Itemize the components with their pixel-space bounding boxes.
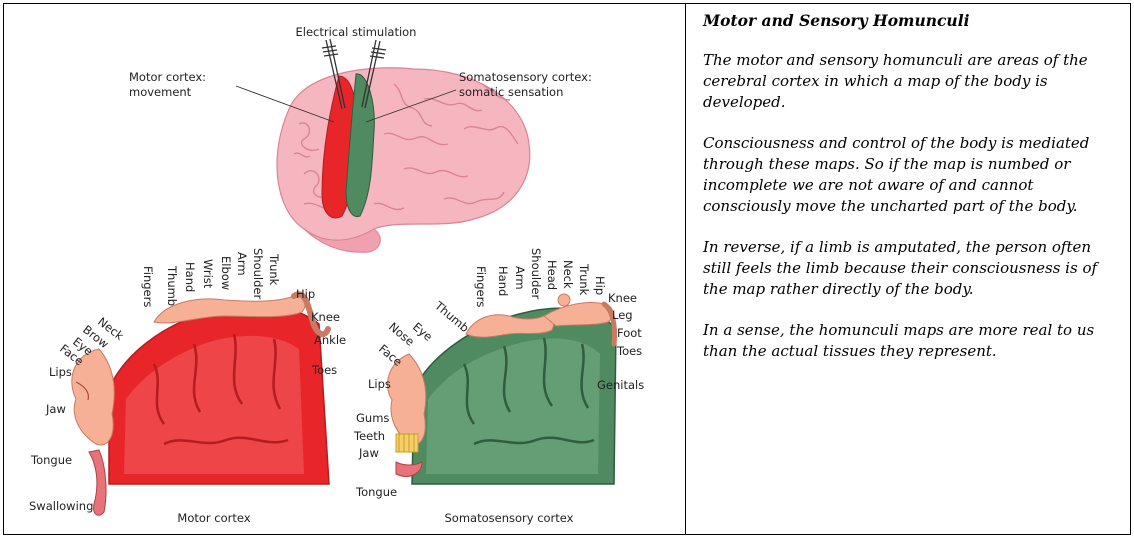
motor-label-lips: Lips xyxy=(49,365,72,379)
sensory-label-hand: Hand xyxy=(496,266,510,296)
motor-label-hip: Hip xyxy=(296,287,315,301)
sensory-label-nose: Nose xyxy=(386,320,417,349)
sensory-label-tongue: Tongue xyxy=(355,485,397,499)
motor-label-toes: Toes xyxy=(311,363,337,377)
paragraph-3: In reverse, if a limb is amputated, the … xyxy=(703,237,1121,300)
motor-label-fingers: Fingers xyxy=(141,266,155,307)
paragraph-2: Consciousness and control of the body is… xyxy=(703,133,1121,217)
sensory-label-shoulder: Shoulder xyxy=(529,248,543,299)
sensory-label-toes: Toes xyxy=(616,344,642,358)
paragraph-1: The motor and sensory homunculi are area… xyxy=(703,50,1121,113)
label-somato-1: Somatosensory cortex: xyxy=(459,70,592,84)
sensory-label-hip: Hip xyxy=(593,276,607,295)
motor-label-elbow: Elbow xyxy=(219,256,233,290)
sensory-label-neck: Neck xyxy=(561,260,575,289)
motor-label-ankle: Ankle xyxy=(314,333,346,347)
sensory-label-knee: Knee xyxy=(608,291,637,305)
description-cell: Motor and Sensory Homunculi The motor an… xyxy=(703,10,1121,382)
sensory-label-head: Head xyxy=(545,260,559,290)
sensory-label-foot: Foot xyxy=(617,326,642,340)
sensory-label-thumb: Thumb xyxy=(431,298,471,335)
label-electrical-stimulation: Electrical stimulation xyxy=(296,25,417,39)
motor-label-knee: Knee xyxy=(311,310,340,324)
sensory-label-genitals: Genitals xyxy=(597,378,644,392)
sensory-label-arm: Arm xyxy=(513,266,527,290)
column-divider xyxy=(685,3,686,535)
sensory-cortex-caption: Somatosensory cortex xyxy=(445,511,574,525)
sensory-label-teeth: Teeth xyxy=(353,429,385,443)
label-somato-2: somatic sensation xyxy=(459,85,563,99)
label-motor-cortex-2: movement xyxy=(129,85,192,99)
section-title: Motor and Sensory Homunculi xyxy=(703,10,1121,31)
motor-label-jaw: Jaw xyxy=(45,402,66,416)
motor-label-thumb: Thumb xyxy=(165,265,179,306)
homunculus-figure: Electrical stimulation Motor cortex: mov… xyxy=(4,4,685,534)
motor-label-arm: Arm xyxy=(235,252,249,276)
sensory-label-fingers: Fingers xyxy=(474,266,488,307)
label-motor-cortex-1: Motor cortex: xyxy=(129,70,206,84)
sensory-label-leg: Leg xyxy=(612,308,633,322)
paragraph-4: In a sense, the homunculi maps are more … xyxy=(703,320,1121,362)
sensory-label-lips: Lips xyxy=(368,377,391,391)
motor-cortex-caption: Motor cortex xyxy=(177,511,250,525)
motor-label-wrist: Wrist xyxy=(201,259,215,289)
motor-label-shoulder: Shoulder xyxy=(251,248,265,299)
sensory-label-gums: Gums xyxy=(356,411,389,425)
motor-label-trunk: Trunk xyxy=(267,253,281,286)
sensory-label-trunk: Trunk xyxy=(577,263,591,296)
motor-label-swallowing: Swallowing xyxy=(29,499,93,513)
motor-label-hand: Hand xyxy=(183,262,197,292)
motor-label-tongue: Tongue xyxy=(30,453,72,467)
sensory-label-jaw: Jaw xyxy=(358,446,379,460)
